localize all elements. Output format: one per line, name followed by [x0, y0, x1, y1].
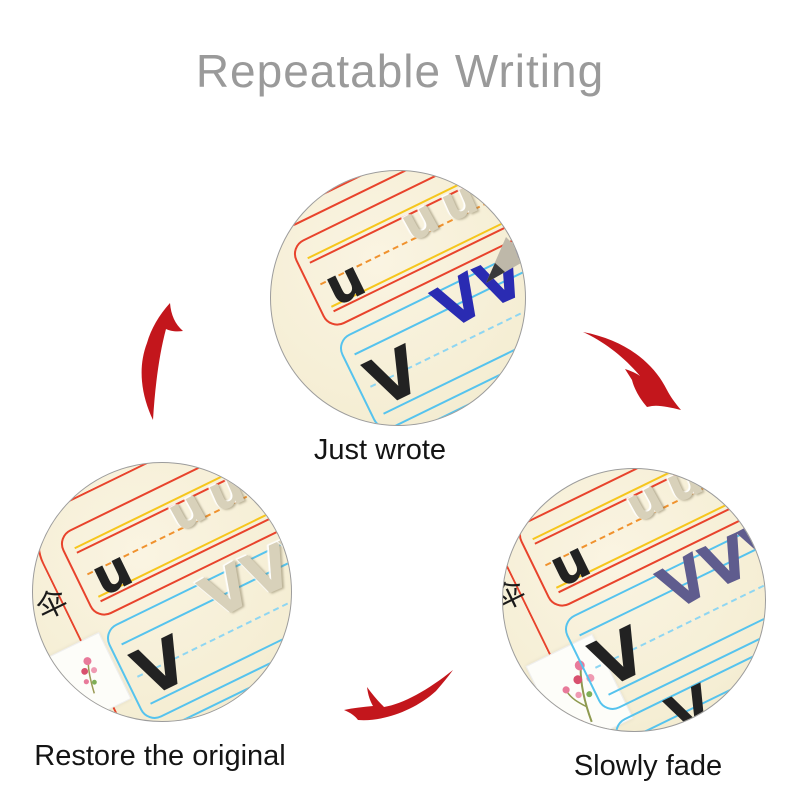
copybook-page: 伞 u u u u u — [503, 469, 765, 732]
printed-letter-v: V — [354, 331, 434, 423]
flower-sticker — [43, 632, 132, 721]
stage-label-restore: Restore the original — [34, 740, 286, 772]
photo-just-wrote: u u u u u V V V V V — [270, 170, 526, 426]
flower-art — [81, 657, 98, 694]
copybook-page: 伞 u u u u u — [33, 463, 291, 721]
flower-art — [562, 660, 595, 723]
photo-restore-original: 伞 u u u u u — [32, 462, 292, 722]
page-title: Repeatable Writing — [195, 45, 605, 97]
flower-sticker — [525, 633, 634, 731]
pen-nib-tip — [486, 263, 505, 283]
printed-letter-v: V — [121, 621, 201, 713]
printed-letter-v: V — [657, 673, 725, 732]
pen-nib-icon — [486, 219, 525, 283]
photo-slowly-fade: 伞 u u u u u — [502, 468, 766, 732]
cycle-arrow-left — [141, 303, 183, 420]
cycle-arrow-bottom — [344, 670, 453, 721]
stage-label-slowly-fade: Slowly fade — [573, 750, 723, 782]
stage-label-just-wrote: Just wrote — [313, 434, 447, 466]
cycle-arrow-right — [583, 332, 681, 410]
flower-sticker-small — [82, 463, 95, 476]
printed-letter-v: V — [579, 612, 659, 704]
pen-body — [506, 219, 525, 250]
